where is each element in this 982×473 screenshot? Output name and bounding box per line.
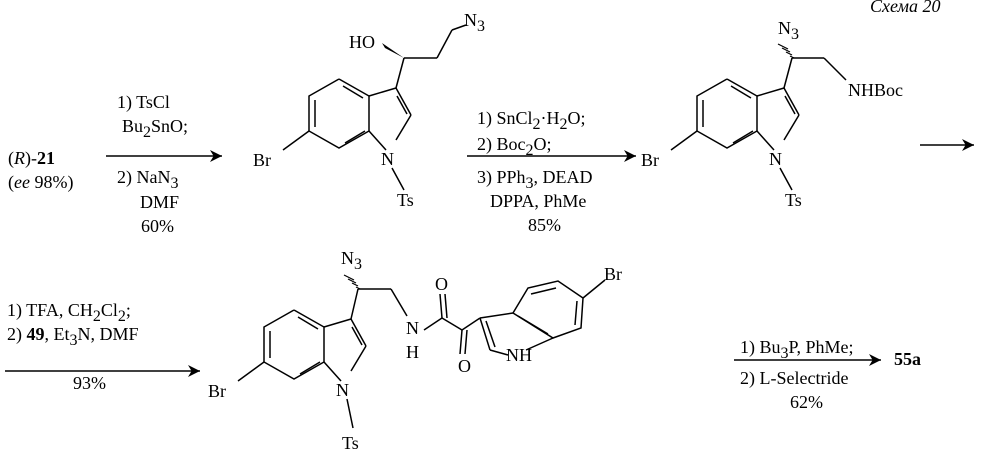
wedge-bond-oh <box>382 43 404 58</box>
step4-yield: 62% <box>790 392 823 412</box>
step2-reagent-2: 2) Boc2O; <box>477 134 552 159</box>
atom-ketone-o: O <box>435 274 448 294</box>
atom-br: Br <box>253 150 271 170</box>
step2-reagent-3: 3) PPh3, DEAD <box>477 167 593 192</box>
atom-n3: N3 <box>464 10 485 35</box>
atom-amide-n: N <box>406 318 419 338</box>
molecule-glyoxamide <box>237 279 606 429</box>
atom-nhboc: NHBoc <box>848 80 903 100</box>
atom-ho: HO <box>349 32 375 52</box>
atom-n3-c: N3 <box>341 248 362 273</box>
step2-yield: 85% <box>528 215 561 235</box>
atom-indole-n-c: N <box>336 380 349 400</box>
atom-indole-nh: NH <box>506 345 532 365</box>
step1-reagent-3: 2) NaN3 <box>117 167 178 192</box>
step4-reagent-1: 1) Bu3P, PhMe; <box>740 337 854 362</box>
hashed-bond-n3-c <box>343 274 361 290</box>
step1-reagent-1: 1) TsCl <box>117 92 170 113</box>
atom-indole-n-b: N <box>769 149 782 169</box>
atom-br-b: Br <box>641 150 659 170</box>
step2-reagent-1: 1) SnCl2·H2O; <box>477 108 586 133</box>
step1-reagent-2: Bu2SnO; <box>122 116 188 141</box>
scheme-header: Схема 20 <box>870 0 941 16</box>
step4-reagent-2: 2) L-Selectride <box>740 368 848 389</box>
atom-br-c-right: Br <box>604 264 622 284</box>
atom-ts: Ts <box>397 190 414 210</box>
starting-material-label: (R)-21 <box>8 148 55 169</box>
atom-indole-n: N <box>381 149 394 169</box>
hashed-bond-n3 <box>777 43 795 59</box>
step3-reagent-2: 2) 49, Et3N, DMF <box>7 324 139 349</box>
step1-yield: 60% <box>141 216 174 236</box>
product-label: 55a <box>894 349 921 369</box>
step1-solvent: DMF <box>140 192 179 212</box>
molecule-azido-alcohol <box>282 24 467 191</box>
atom-amide-o: O <box>458 356 471 376</box>
atom-ts-b: Ts <box>785 190 802 210</box>
step3-yield: 93% <box>73 373 106 393</box>
step2-reagent-4: DPPA, PhMe <box>490 191 586 211</box>
atom-br-c-left: Br <box>208 381 226 401</box>
ee-label: (ee 98%) <box>8 172 73 193</box>
step3-reagent-1: 1) TFA, CH2Cl2; <box>7 300 131 325</box>
atom-amide-h: H <box>406 342 419 362</box>
atom-n3-b: N3 <box>778 18 799 43</box>
atom-ts-c: Ts <box>342 433 359 453</box>
molecule-azido-nhboc <box>670 57 847 191</box>
